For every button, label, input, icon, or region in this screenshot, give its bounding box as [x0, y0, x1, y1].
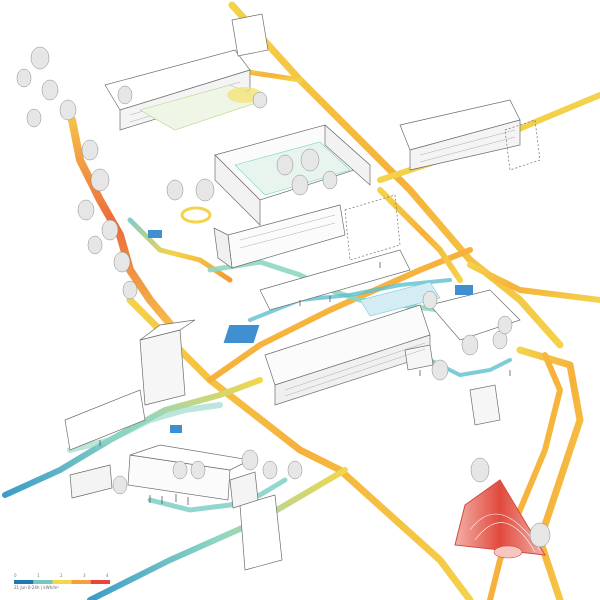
tree [172, 460, 188, 480]
tree [300, 148, 320, 172]
tree [195, 178, 215, 202]
tree [112, 475, 128, 495]
legend-swatch [71, 580, 92, 584]
street-mid-branch [377, 187, 463, 283]
plaza-blue-right [455, 285, 473, 295]
tree [252, 91, 268, 109]
hotspot-pool [493, 545, 523, 559]
tree [59, 99, 77, 121]
legend-swatch [14, 580, 34, 584]
street-bottom-loop [516, 346, 584, 600]
building-left-market [139, 329, 186, 406]
building-slab-side [213, 227, 233, 269]
building-top-tower [231, 13, 269, 57]
plaza-blue-lower [170, 425, 182, 433]
tree [190, 460, 206, 480]
tree [529, 522, 551, 548]
flow-lower [147, 477, 288, 513]
street-right-sweep [467, 262, 600, 303]
heat-hotspot [454, 479, 546, 559]
flow-lower-left [67, 402, 223, 453]
tree [87, 235, 103, 255]
heat-legend: 0 1 2 3 4 21 Jun 0-24h | kWh/m² [14, 573, 114, 591]
legend-tick: 1 [37, 573, 40, 578]
building-lower-left-box [69, 464, 113, 499]
building-courtyard-left-wing [214, 154, 261, 226]
legend-color-bar [14, 580, 110, 584]
building-dashed-outline-2 [504, 119, 541, 171]
legend-swatch [90, 580, 110, 584]
tree [262, 460, 278, 480]
building-lower-left-row [64, 389, 146, 451]
tree [287, 460, 303, 480]
building-slab [227, 204, 346, 269]
tree [276, 154, 294, 176]
tree [41, 79, 59, 101]
building-bottom-block-a [239, 494, 283, 571]
tree [422, 290, 438, 310]
plaza-blue-block [223, 325, 260, 343]
people [99, 262, 511, 505]
legend-swatch [33, 580, 53, 584]
tree [16, 68, 32, 88]
tree [77, 199, 95, 221]
tree [101, 219, 119, 241]
tree [322, 170, 338, 190]
building-bottom-block-b [229, 471, 259, 509]
legend-ticks: 0 1 2 3 4 [14, 573, 114, 579]
tree [291, 174, 309, 196]
building-left-market-roof [139, 319, 196, 341]
tree [122, 280, 138, 300]
tree [81, 139, 99, 161]
trees [16, 46, 551, 548]
legend-caption: 21 Jun 0-24h | kWh/m² [14, 585, 60, 590]
tree [241, 449, 259, 471]
legend-tick: 0 [14, 573, 17, 578]
street-cross-long [126, 296, 474, 600]
legend-tick: 3 [83, 573, 86, 578]
street-main-diagonal [228, 1, 564, 349]
flow-mid [248, 278, 452, 322]
tree [113, 251, 131, 273]
street-left-vertical [68, 116, 179, 334]
building-row-central [259, 249, 411, 311]
hotspot-triangle [454, 479, 546, 556]
legend-tick: 4 [106, 573, 109, 578]
building-courtyard-right-wing [324, 124, 371, 186]
building-right-tower [469, 384, 501, 426]
street-bottom-diagonal [87, 467, 348, 600]
tree [166, 179, 184, 201]
plaza-circle [180, 206, 212, 224]
tree [117, 85, 133, 105]
legend-swatch [52, 580, 73, 584]
tree [26, 108, 42, 128]
tree [461, 334, 479, 356]
tree [470, 457, 490, 483]
legend-tick: 2 [60, 573, 63, 578]
rooftop-central-pattern [359, 281, 441, 317]
street-bottom-loop-inner [487, 352, 563, 600]
plaza-blue-small [148, 230, 162, 238]
tree [497, 315, 513, 335]
tree [431, 359, 449, 381]
tree [30, 46, 50, 70]
tree [90, 168, 110, 192]
street-cross-up [207, 247, 473, 383]
